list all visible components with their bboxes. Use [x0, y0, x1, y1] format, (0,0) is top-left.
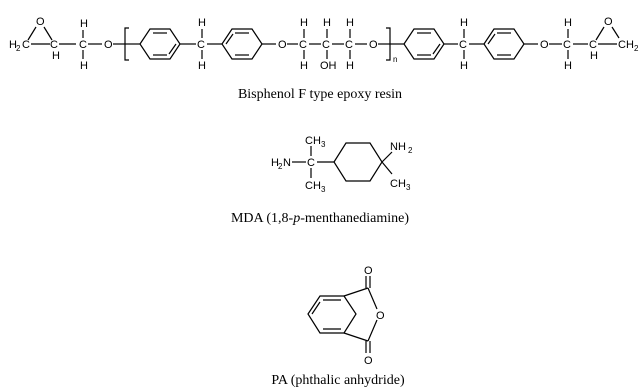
quaternary-carbon: C — [307, 157, 315, 169]
c-atom: C — [563, 39, 571, 51]
bond — [381, 151, 393, 163]
benzene-ring-pa — [307, 295, 357, 334]
caption-bisphenol-f: Bisphenol F type epoxy resin — [238, 87, 402, 102]
methyl-group-top: CH — [305, 135, 321, 147]
bond — [43, 26, 53, 41]
h2n-nitrogen: N — [283, 157, 291, 169]
methyl-subscript: 3 — [321, 185, 326, 194]
h-atom: H — [198, 17, 206, 29]
amine-subscript: 2 — [408, 146, 413, 155]
h2c-atom: H — [9, 39, 17, 51]
h-atom: H — [460, 60, 468, 72]
bisphenol-f-structure: H 2 C O C H C H H O C H H — [9, 16, 639, 72]
h-atom: H — [300, 60, 308, 72]
h-atom: H — [346, 60, 354, 72]
c-atom: C — [299, 39, 307, 51]
amine-group: NH — [390, 141, 406, 153]
h-atom: H — [300, 17, 308, 29]
h-atom: H — [564, 60, 572, 72]
bridge-carbon: C — [197, 39, 205, 51]
bond — [311, 301, 321, 315]
ether-oxygen: O — [104, 39, 113, 51]
bond — [367, 319, 378, 342]
h2c-carbon: C — [22, 39, 30, 51]
ch2-group: CH — [618, 39, 634, 51]
mda-structure: H 2 N C CH 3 CH 3 NH 2 CH 3 — [271, 135, 413, 194]
bond — [487, 33, 496, 45]
h-atom: H — [323, 17, 331, 29]
bond — [611, 26, 620, 39]
carbonyl-oxygen-bottom: O — [364, 355, 373, 367]
bond — [225, 33, 234, 45]
h-atom: H — [198, 60, 206, 72]
h2n-subscript: 2 — [278, 162, 283, 171]
c-atom: C — [589, 39, 597, 51]
bond — [381, 161, 393, 175]
bond — [27, 26, 37, 41]
c-atom: C — [50, 39, 58, 51]
cyclohexane-ring — [333, 142, 383, 182]
caption-mda-suffix: -menthanediamine) — [300, 211, 409, 226]
repeat-count-n: n — [393, 55, 397, 64]
epoxide-oxygen-right: O — [604, 16, 613, 28]
h-atom: H — [564, 17, 572, 29]
h-atom: H — [460, 17, 468, 29]
c-atom: C — [322, 39, 330, 51]
ether-oxygen: O — [540, 39, 549, 51]
h-atom: H — [80, 60, 88, 72]
ch2-subscript: 2 — [634, 44, 639, 53]
methyl-group-bottom: CH — [305, 180, 321, 192]
bond — [367, 287, 378, 310]
h-atom: H — [346, 17, 354, 29]
caption-mda-prefix: MDA (1,8- — [231, 211, 294, 226]
bond — [595, 26, 605, 41]
h-atom: H — [52, 50, 60, 62]
h-atom: H — [80, 18, 88, 30]
caption-pa: PA (phthalic anhydride) — [271, 373, 405, 388]
hydroxyl-group: OH — [320, 60, 337, 72]
c-atom: C — [345, 39, 353, 51]
h-atom: H — [590, 50, 598, 62]
h2c-subscript: 2 — [16, 44, 21, 53]
epoxide-oxygen-left: O — [36, 16, 45, 28]
ring-oxygen: O — [376, 310, 385, 322]
caption-mda: MDA (1,8-p-menthanediamine) — [231, 211, 409, 226]
bridge-carbon: C — [459, 39, 467, 51]
pa-structure: O O O — [307, 265, 385, 367]
ether-oxygen: O — [369, 39, 378, 51]
bond — [343, 332, 369, 342]
bond — [168, 43, 177, 55]
c-atom: C — [79, 39, 87, 51]
methyl-subscript: 3 — [321, 140, 326, 149]
methyl-group-ring: CH — [390, 178, 406, 190]
caption-mda-italic: p — [292, 211, 300, 226]
bond — [343, 287, 369, 297]
h2n-group: H — [271, 157, 279, 169]
methyl-subscript: 3 — [406, 183, 411, 192]
ether-oxygen: O — [278, 39, 287, 51]
carbonyl-oxygen-top: O — [364, 265, 373, 277]
bond — [432, 43, 441, 55]
